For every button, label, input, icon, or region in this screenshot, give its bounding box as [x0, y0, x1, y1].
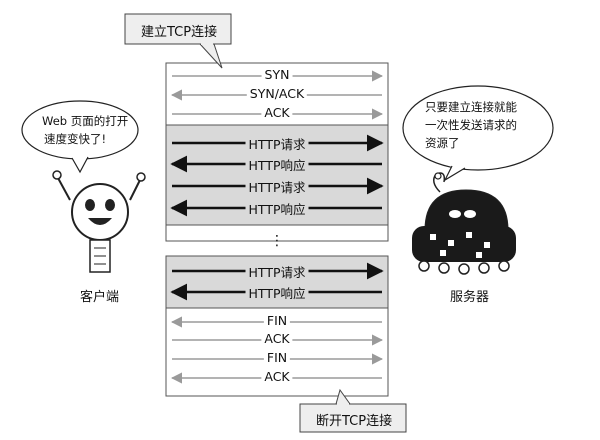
message-label-1-2: HTTP请求 [245, 177, 309, 196]
server-bubble-line-3: 资源了 [425, 136, 460, 150]
callout-close [299, 388, 407, 433]
message-label-1-3: HTTP响应 [245, 199, 309, 218]
server-bubble-line-1: 只要建立连接就能 [425, 100, 517, 114]
server-label: 服务器 [450, 290, 490, 305]
message-label-4-2: FIN [263, 350, 291, 365]
message-label-3-1: HTTP响应 [245, 283, 309, 302]
message-label-2-0: ⋮ [270, 233, 284, 249]
callout-close-label: 断开TCP连接 [316, 414, 393, 429]
client-robot-illustration [52, 170, 146, 273]
message-label-3-0: HTTP请求 [245, 262, 309, 281]
callout-establish-label: 建立TCP连接 [141, 25, 218, 40]
message-label-0-0: SYN [261, 67, 293, 82]
server-bubble-line-2: 一次性发送请求的 [425, 118, 517, 132]
message-label-4-3: ACK [261, 369, 293, 384]
server-speech-bubble [402, 85, 554, 182]
message-label-1-1: HTTP响应 [245, 155, 309, 174]
message-label-0-2: ACK [261, 105, 293, 120]
message-label-0-1: SYN/ACK [246, 86, 308, 101]
message-label-4-0: FIN [263, 313, 291, 328]
client-bubble-line-2: 速度变快了! [44, 132, 107, 146]
callout-establish [124, 13, 232, 69]
client-label: 客户端 [80, 290, 120, 305]
server-robot-illustration [412, 172, 516, 275]
message-label-4-1: ACK [261, 331, 293, 346]
message-label-1-0: HTTP请求 [245, 134, 309, 153]
client-bubble-line-1: Web 页面的打开 [42, 114, 129, 128]
client-speech-bubble [21, 100, 139, 174]
